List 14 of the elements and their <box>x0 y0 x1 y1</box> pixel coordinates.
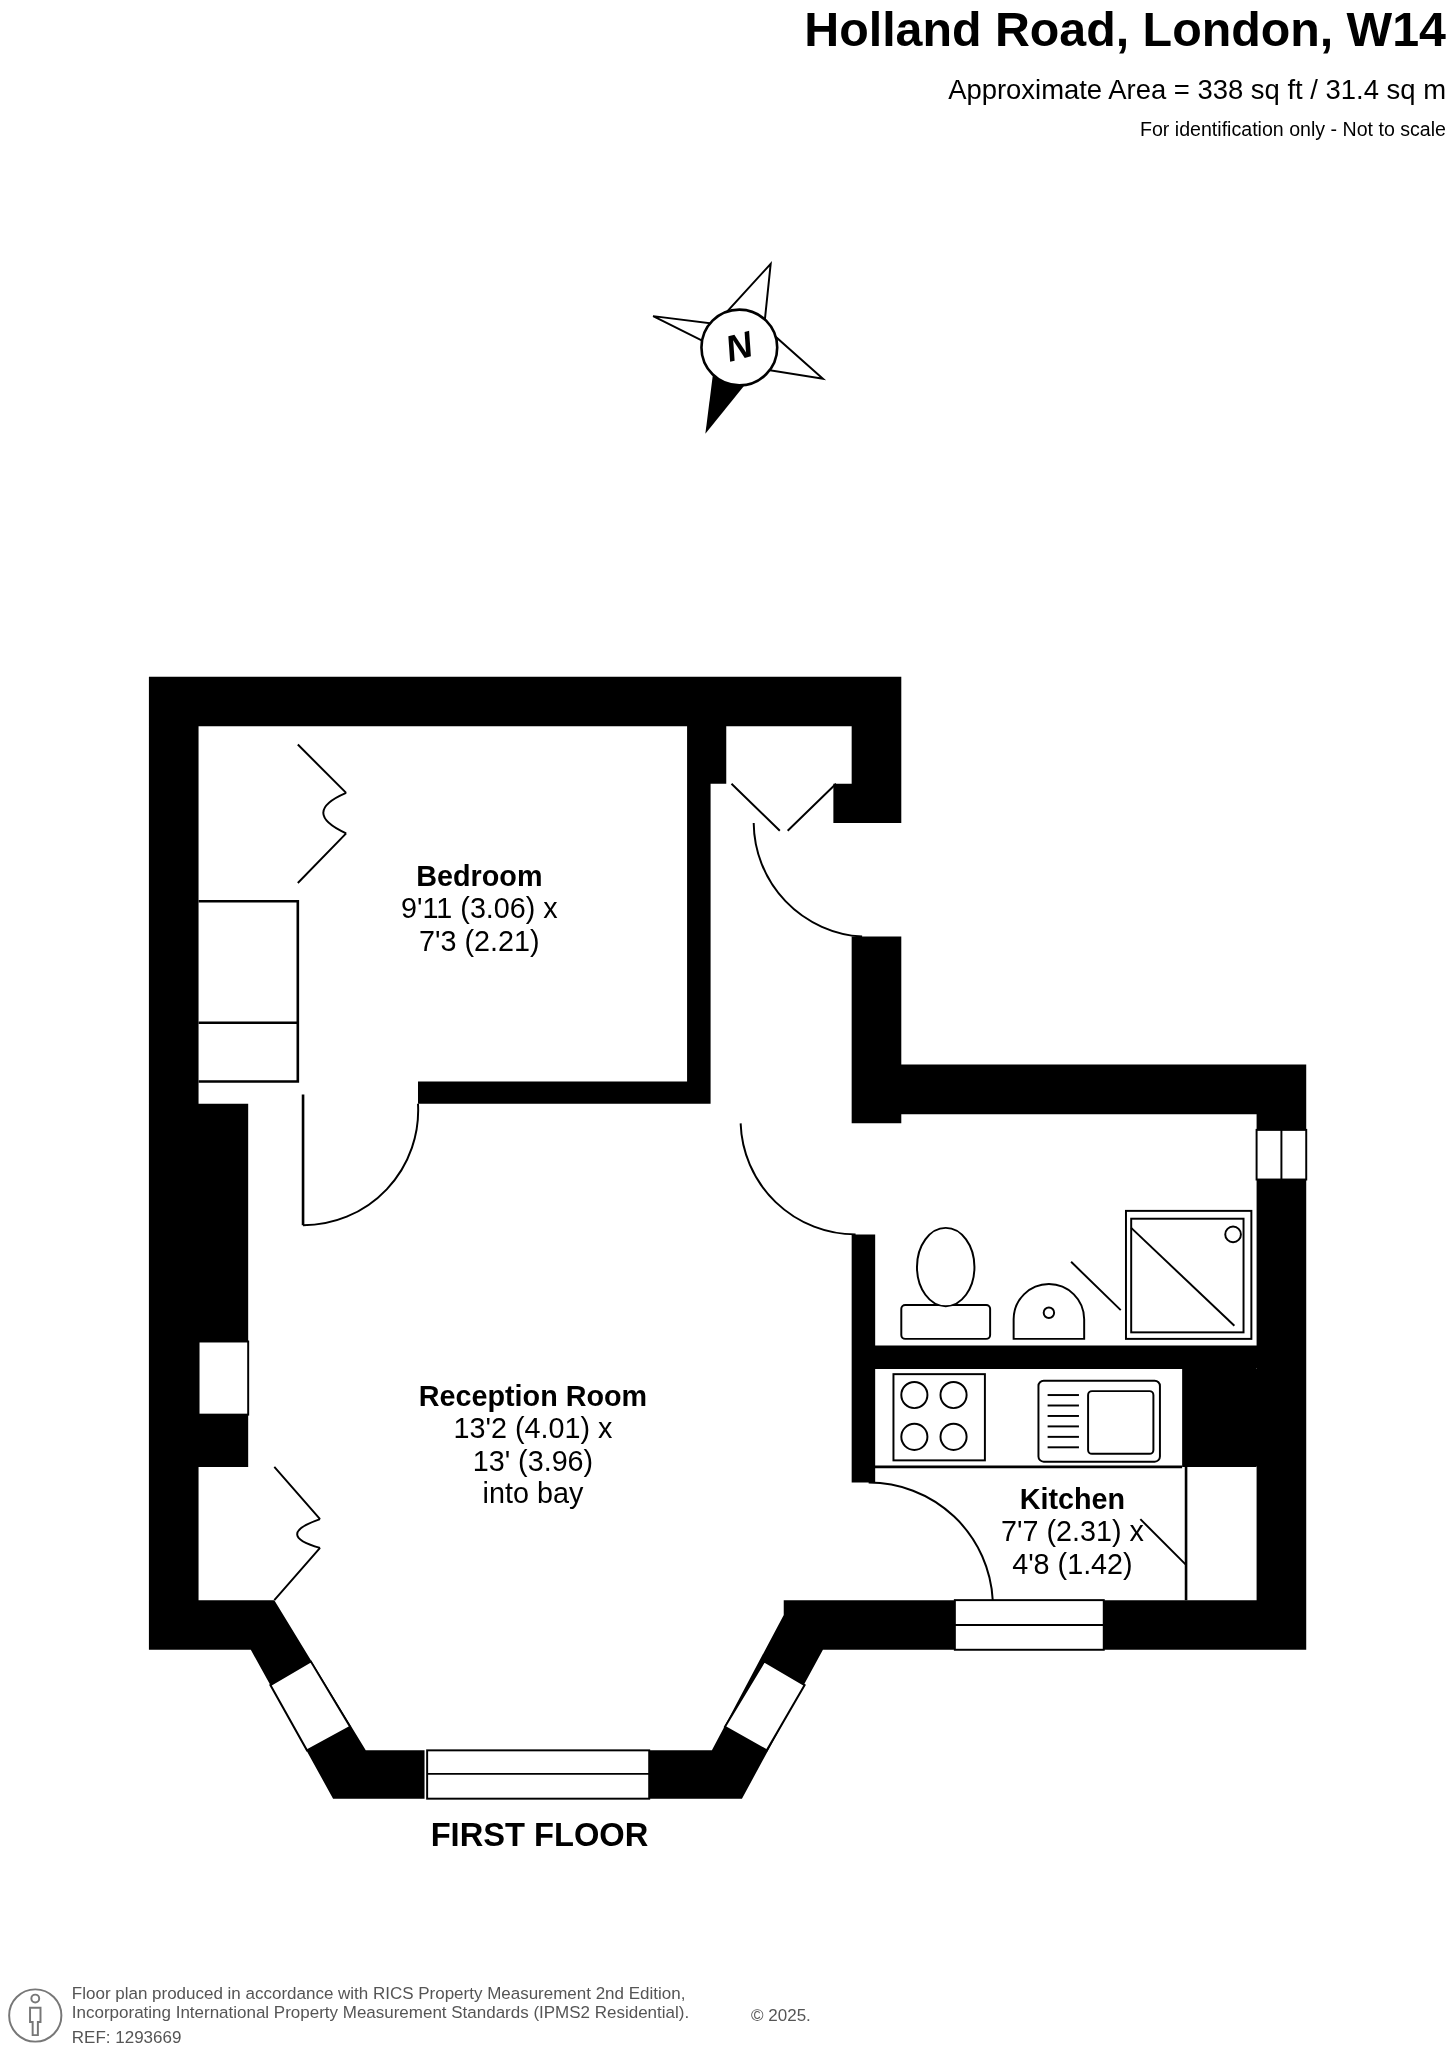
room-name: Reception Room <box>418 1379 648 1413</box>
copyright-note: © 2025. <box>751 2006 811 2026</box>
room-dimensions: 13'2 (4.01) x 13' (3.96) into bay <box>452 1412 614 1510</box>
room-name: Kitchen <box>1018 1482 1127 1516</box>
reference-number: REF: 1293669 <box>71 2028 182 2048</box>
room-dimensions: 9'11 (3.06) x 7'3 (2.21) <box>400 892 559 958</box>
room-name: Bedroom <box>415 859 544 893</box>
compass-letter: N <box>721 323 758 372</box>
title: Holland Road, London, W14 <box>804 2 1446 59</box>
area-note: Approximate Area = 338 sq ft / 31.4 sq m <box>948 74 1446 106</box>
disclaimer-note: For identification only - Not to scale <box>1139 117 1446 141</box>
room-dimensions: 7'7 (2.31) x 4'8 (1.42) <box>1000 1515 1145 1581</box>
floor-label: FIRST FLOOR <box>430 1815 649 1854</box>
footer-note: Floor plan produced in accordance with RICS Property Measurement 2nd Edition, Incorporating International Property Measurement Standards (IPMS2 Residential). <box>71 1984 691 2024</box>
